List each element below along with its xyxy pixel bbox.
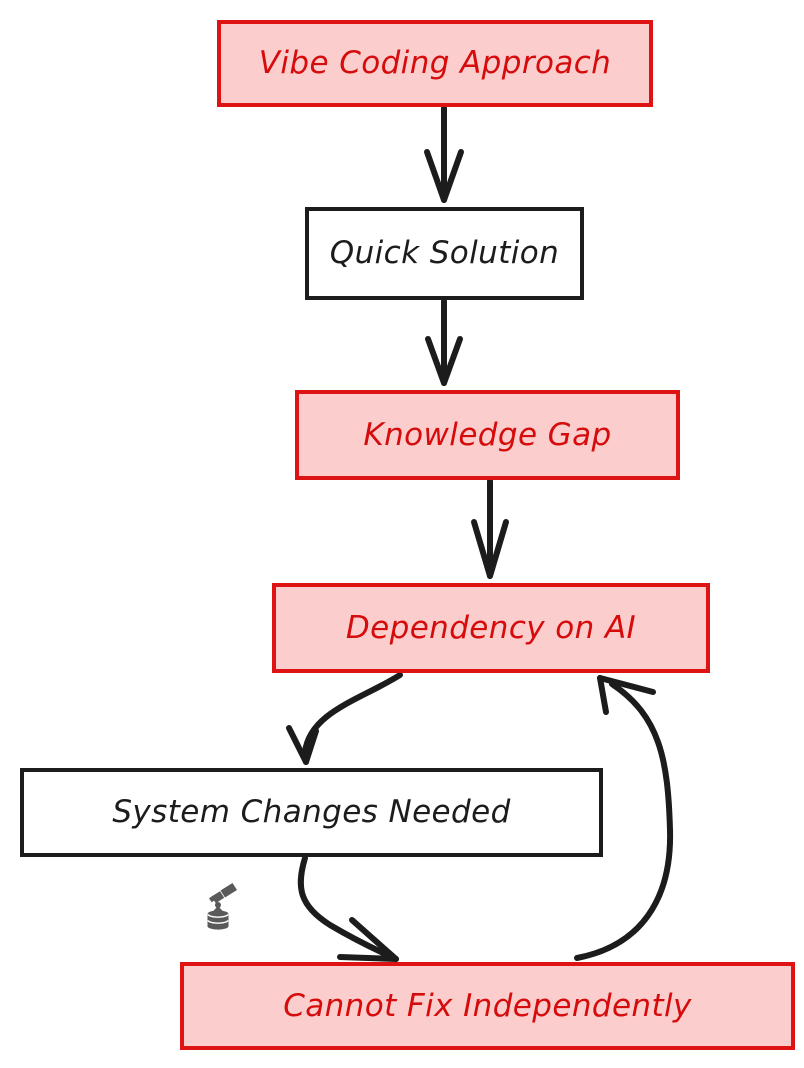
edge-system-changes-needed-to-cannot-fix: [297, 855, 399, 962]
edge-dependency-on-ai-to-system-changes-needed: [286, 672, 403, 765]
node-label: Quick Solution: [329, 235, 560, 272]
node-knowledge-gap[interactable]: Knowledge Gap: [295, 390, 680, 480]
node-vibe-coding-approach[interactable]: Vibe Coding Approach: [217, 20, 653, 107]
node-cannot-fix-independently[interactable]: Cannot Fix Independently: [180, 962, 795, 1050]
edge-quick-solution-to-knowledge-gap: [425, 298, 463, 386]
telescope-database-icon: [207, 883, 237, 930]
node-label: Knowledge Gap: [363, 416, 612, 453]
node-dependency-on-ai[interactable]: Dependency on AI: [272, 583, 710, 673]
edge-vibe-coding-approach-to-quick-solution: [424, 105, 464, 203]
node-label: Cannot Fix Independently: [283, 987, 692, 1024]
node-label: System Changes Needed: [112, 794, 511, 831]
node-quick-solution[interactable]: Quick Solution: [305, 207, 584, 300]
edge-knowledge-gap-to-dependency-on-ai: [471, 478, 509, 579]
node-label: Dependency on AI: [345, 609, 637, 646]
node-system-changes-needed[interactable]: System Changes Needed: [20, 768, 603, 857]
node-label: Vibe Coding Approach: [258, 45, 612, 82]
